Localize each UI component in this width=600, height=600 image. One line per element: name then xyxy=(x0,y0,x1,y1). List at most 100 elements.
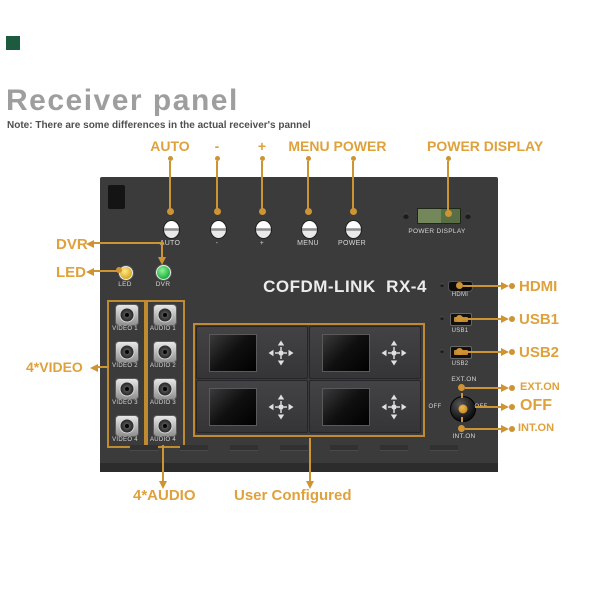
leader-line xyxy=(352,161,354,211)
led-indicator xyxy=(119,266,133,280)
leader-line xyxy=(216,161,218,211)
video1-label: VIDEO 1 xyxy=(112,326,138,332)
power-toggle-switch xyxy=(450,396,476,422)
vent-slot xyxy=(330,445,358,451)
audio1-label: AUDIO 1 xyxy=(149,326,177,332)
leader-line xyxy=(93,242,163,244)
screw-icon xyxy=(440,349,444,353)
leader-dot xyxy=(509,349,515,355)
leader-dot xyxy=(509,426,515,432)
module-slot xyxy=(196,326,308,379)
leader-dot xyxy=(458,384,465,391)
callout-power-display: POWER DISPLAY xyxy=(427,138,544,154)
usb2-panel-label: USB2 xyxy=(451,361,469,367)
leader-dot xyxy=(167,208,174,215)
vent-slot xyxy=(280,445,308,451)
leader-line xyxy=(461,417,463,422)
off-left-panel-label: OFF xyxy=(428,404,442,410)
arrow-down-icon xyxy=(306,481,314,489)
leader-dot xyxy=(446,156,451,161)
panel-bottom-strip xyxy=(100,463,498,472)
screw-icon xyxy=(440,316,444,320)
brand-text: COFDM-LINK RX-4 xyxy=(263,277,427,296)
leader-line xyxy=(463,318,502,320)
audio3-label: AUDIO 3 xyxy=(149,400,177,406)
video4-label: VIDEO 4 xyxy=(112,437,138,443)
power-display-lcd xyxy=(417,208,461,224)
audio2-label: AUDIO 2 xyxy=(149,363,177,369)
module-slot xyxy=(309,380,421,433)
callout-user-configured: User Configured xyxy=(234,487,352,504)
leader-dot xyxy=(215,156,220,161)
arrow-left-icon xyxy=(90,364,98,372)
leader-line xyxy=(169,161,171,211)
audio4-label: AUDIO 4 xyxy=(149,437,177,443)
leader-dot xyxy=(350,208,357,215)
leader-line xyxy=(261,161,263,211)
video4-connector xyxy=(115,415,139,437)
power-button-label: POWER xyxy=(338,240,366,247)
screw-icon xyxy=(403,213,409,219)
leader-line xyxy=(465,428,502,430)
callout-minus: - xyxy=(214,138,220,154)
arrow-down-icon xyxy=(159,481,167,489)
arrow-right-icon xyxy=(501,425,509,433)
leader-line xyxy=(465,387,502,389)
minus-button-label: - xyxy=(215,240,219,247)
callout-audio: 4*AUDIO xyxy=(133,487,196,504)
crosshair-icon xyxy=(381,394,407,420)
ext-on-panel-label: EXT.ON xyxy=(451,376,477,383)
leader-line xyxy=(97,366,109,368)
video2-label: VIDEO 2 xyxy=(112,363,138,369)
vent-slot xyxy=(130,445,158,451)
leader-line xyxy=(309,438,311,482)
leader-line xyxy=(162,445,164,482)
plus-button xyxy=(255,220,272,239)
leader-line xyxy=(463,351,502,353)
module-slot xyxy=(309,326,421,379)
dvr-button xyxy=(156,265,171,280)
leader-dot xyxy=(260,156,265,161)
leader-dot xyxy=(456,348,463,355)
arrow-right-icon xyxy=(501,315,509,323)
module-screen xyxy=(322,388,370,426)
leader-line xyxy=(161,243,163,257)
ir-window xyxy=(108,185,125,209)
arrow-down-icon xyxy=(158,257,166,265)
power-display-panel-label: POWER DISPLAY xyxy=(408,228,466,235)
vent-slot xyxy=(430,445,458,451)
leader-dot xyxy=(259,208,266,215)
usb1-panel-label: USB1 xyxy=(451,328,469,334)
leader-dot xyxy=(306,156,311,161)
callout-usb1: USB1 xyxy=(519,311,560,328)
auto-button-label: AUTO xyxy=(159,240,181,247)
callout-menu: MENU xyxy=(288,138,330,154)
screw-icon xyxy=(465,213,471,219)
video-group-box xyxy=(107,300,146,448)
callout-ext-on: EXT.ON xyxy=(520,381,560,393)
hdmi-panel-label: HDMI xyxy=(451,292,469,298)
callout-plus: + xyxy=(257,138,267,154)
auto-button xyxy=(163,220,180,239)
leader-dot xyxy=(351,156,356,161)
leader-dot xyxy=(509,385,515,391)
leader-line xyxy=(463,285,502,287)
user-configured-box xyxy=(193,323,425,437)
arrow-right-icon xyxy=(501,348,509,356)
module-screen xyxy=(209,334,257,372)
audio-group-box xyxy=(146,300,185,448)
minus-button xyxy=(210,220,227,239)
leader-dot xyxy=(509,404,515,410)
leader-dot xyxy=(456,315,463,322)
video1-connector xyxy=(115,304,139,326)
menu-button xyxy=(301,220,318,239)
leader-dot xyxy=(509,283,515,289)
video3-label: VIDEO 3 xyxy=(112,400,138,406)
dvr-panel-label: DVR xyxy=(155,281,171,288)
callout-auto: AUTO xyxy=(150,138,190,154)
callout-dvr: DVR xyxy=(56,236,88,253)
callout-usb2: USB2 xyxy=(519,344,560,361)
corner-mark xyxy=(6,36,20,50)
crosshair-icon xyxy=(381,340,407,366)
video2-connector xyxy=(115,341,139,363)
